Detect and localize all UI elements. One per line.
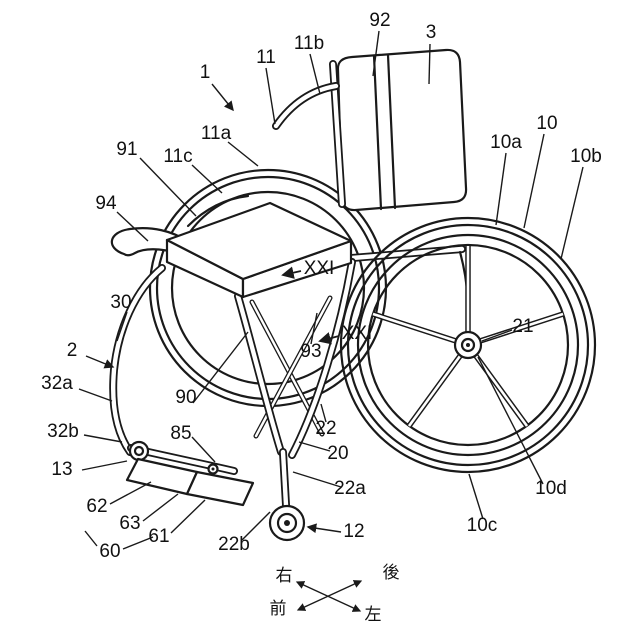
ref-label-3: 3: [426, 22, 437, 43]
compass-front: 前: [270, 599, 287, 618]
ref-label-91: 91: [116, 139, 137, 160]
wheel-spokes: [372, 246, 564, 428]
front-caster: [268, 448, 306, 542]
ref-label-20: 20: [327, 443, 348, 464]
ref-label-11: 11: [256, 47, 276, 68]
ref-label-30: 30: [110, 292, 131, 313]
ref-label-11a: 11a: [201, 123, 232, 144]
backrest-seam: [372, 54, 383, 211]
leader-lines: [78, 30, 584, 550]
seat-cushion: [165, 201, 353, 299]
handrim: [356, 233, 580, 457]
ref-label-61: 61: [148, 526, 169, 547]
ref-label-22b: 22b: [218, 534, 250, 555]
ref-label-11c: 11c: [163, 146, 192, 167]
ref-label-1: 1: [200, 62, 211, 83]
ref-label-22: 22: [315, 418, 336, 439]
compass-rear: 後: [383, 563, 400, 582]
ref-label-2: 2: [67, 340, 78, 361]
section-label-xxi-bottom: XXI: [342, 323, 373, 344]
ref-label-94: 94: [95, 193, 117, 214]
ref-label-32b: 32b: [47, 421, 79, 442]
ref-label-10a: 10a: [490, 132, 522, 153]
frame: [109, 245, 469, 475]
reference-labels: 1 92 3 11 11b 11a 11c 91 94 10 10a 10b 3…: [41, 10, 602, 562]
ref-label-22a: 22a: [334, 478, 366, 499]
ref-label-60: 60: [99, 541, 120, 562]
ref-label-90: 90: [175, 387, 196, 408]
ref-label-10d: 10d: [535, 478, 567, 499]
compass-left: 左: [365, 605, 382, 624]
ref-label-85: 85: [170, 423, 191, 444]
section-label-xxi-top: XXI: [304, 258, 335, 279]
ref-label-10b: 10b: [570, 146, 602, 167]
backrest: [272, 48, 468, 212]
compass-right: 右: [276, 566, 293, 585]
side-guard: [186, 194, 250, 228]
ref-label-10c: 10c: [467, 515, 498, 536]
ref-label-63: 63: [119, 513, 140, 534]
ref-label-21: 21: [512, 316, 533, 337]
right-rear-wheel: [339, 216, 597, 474]
ref-label-62: 62: [86, 496, 107, 517]
ref-label-10: 10: [536, 113, 557, 134]
ref-label-92: 92: [369, 10, 390, 31]
footrest: [125, 440, 255, 507]
ref-label-11b: 11b: [294, 33, 324, 54]
ref-label-13: 13: [51, 459, 72, 480]
footplate-right: [185, 470, 255, 507]
direction-compass: 右 後 前 左: [270, 563, 400, 624]
ref-label-32a: 32a: [41, 373, 73, 394]
ref-label-93: 93: [300, 341, 321, 362]
ref-label-12: 12: [343, 521, 364, 542]
backrest-panel: [336, 48, 468, 212]
backrest-seam: [386, 53, 397, 210]
section-arrows: [281, 266, 340, 345]
